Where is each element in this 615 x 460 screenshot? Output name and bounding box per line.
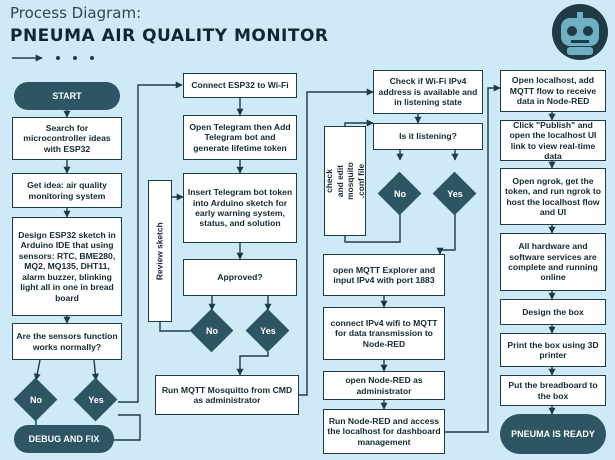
run-mosquitto-step: Run MQTT Mosquitto from CMD as administr… <box>155 375 299 415</box>
debug-fix-node: DEBUG AND FIX <box>14 425 114 453</box>
approved-no-decision: No <box>190 309 234 353</box>
listening-question: Is it listening? <box>373 123 483 150</box>
sensors-no-decision: No <box>14 378 58 422</box>
check-ipv4-step: Check if Wi-Fi IPv4 address is available… <box>373 70 483 114</box>
run-nodered-step: Run Node-RED and access the localhost fo… <box>323 409 445 454</box>
no-label: No <box>206 326 218 336</box>
yes-label: Yes <box>260 326 276 336</box>
no-label: No <box>30 395 42 405</box>
check-conf-label: check and edit mosquito .conf file <box>324 162 366 200</box>
insert-token-step: Insert Telegram bot token into Arduino s… <box>183 173 297 243</box>
put-breadboard-step: Put the breadboard to the box <box>500 375 606 406</box>
design-sketch-step: Design ESP32 sketch in Arduino IDE that … <box>12 217 122 316</box>
connect-wifi-step: Connect ESP32 to Wi-Fi <box>183 73 297 98</box>
check-conf-step: check and edit mosquito .conf file <box>324 126 366 236</box>
sensors-question: Are the sensors function works normally? <box>12 323 122 360</box>
yes-label: Yes <box>447 189 463 199</box>
ready-node: PNEUMA IS READY <box>500 414 606 454</box>
yes-label: Yes <box>88 395 104 405</box>
no-label: No <box>394 189 406 199</box>
open-localhost-step: Open localhost, add MQTT flow to receive… <box>500 70 606 112</box>
listening-no-decision: No <box>378 172 422 216</box>
diagram-subtitle: Process Diagram: <box>10 4 142 22</box>
open-nodered-step: open Node-RED as administrator <box>323 371 445 400</box>
start-node: START <box>14 82 120 110</box>
diagram-title: PNEUMA AIR QUALITY MONITOR <box>10 26 329 46</box>
print-box-step: Print the box using 3D printer <box>500 333 606 367</box>
telegram-bot-step: Open Telegram then Add Telegram bot and … <box>183 115 297 160</box>
get-idea-step: Get idea: air quality monitoring system <box>12 173 122 208</box>
ngrok-step: Open ngrok, get the token, and run ngrok… <box>500 168 606 225</box>
search-ideas-step: Search for microcontroller ideas with ES… <box>12 117 122 160</box>
sensors-yes-decision: Yes <box>74 378 118 422</box>
review-sketch-step: Review sketch <box>148 180 172 322</box>
mqtt-explorer-step: open MQTT Explorer and input IPv4 with p… <box>323 254 445 296</box>
publish-step: Click "Publish" and open the localhost U… <box>500 120 606 161</box>
review-sketch-label: Review sketch <box>154 222 165 280</box>
connect-ipv4-step: connect IPv4 wifi to MQTT for data trans… <box>323 307 445 360</box>
design-box-step: Design the box <box>500 299 606 325</box>
approved-question: Approved? <box>183 259 297 296</box>
complete-step: All hardware and software services are c… <box>500 233 606 291</box>
robot-icon <box>552 4 608 60</box>
listening-yes-decision: Yes <box>433 172 477 216</box>
approved-yes-decision: Yes <box>246 309 290 353</box>
